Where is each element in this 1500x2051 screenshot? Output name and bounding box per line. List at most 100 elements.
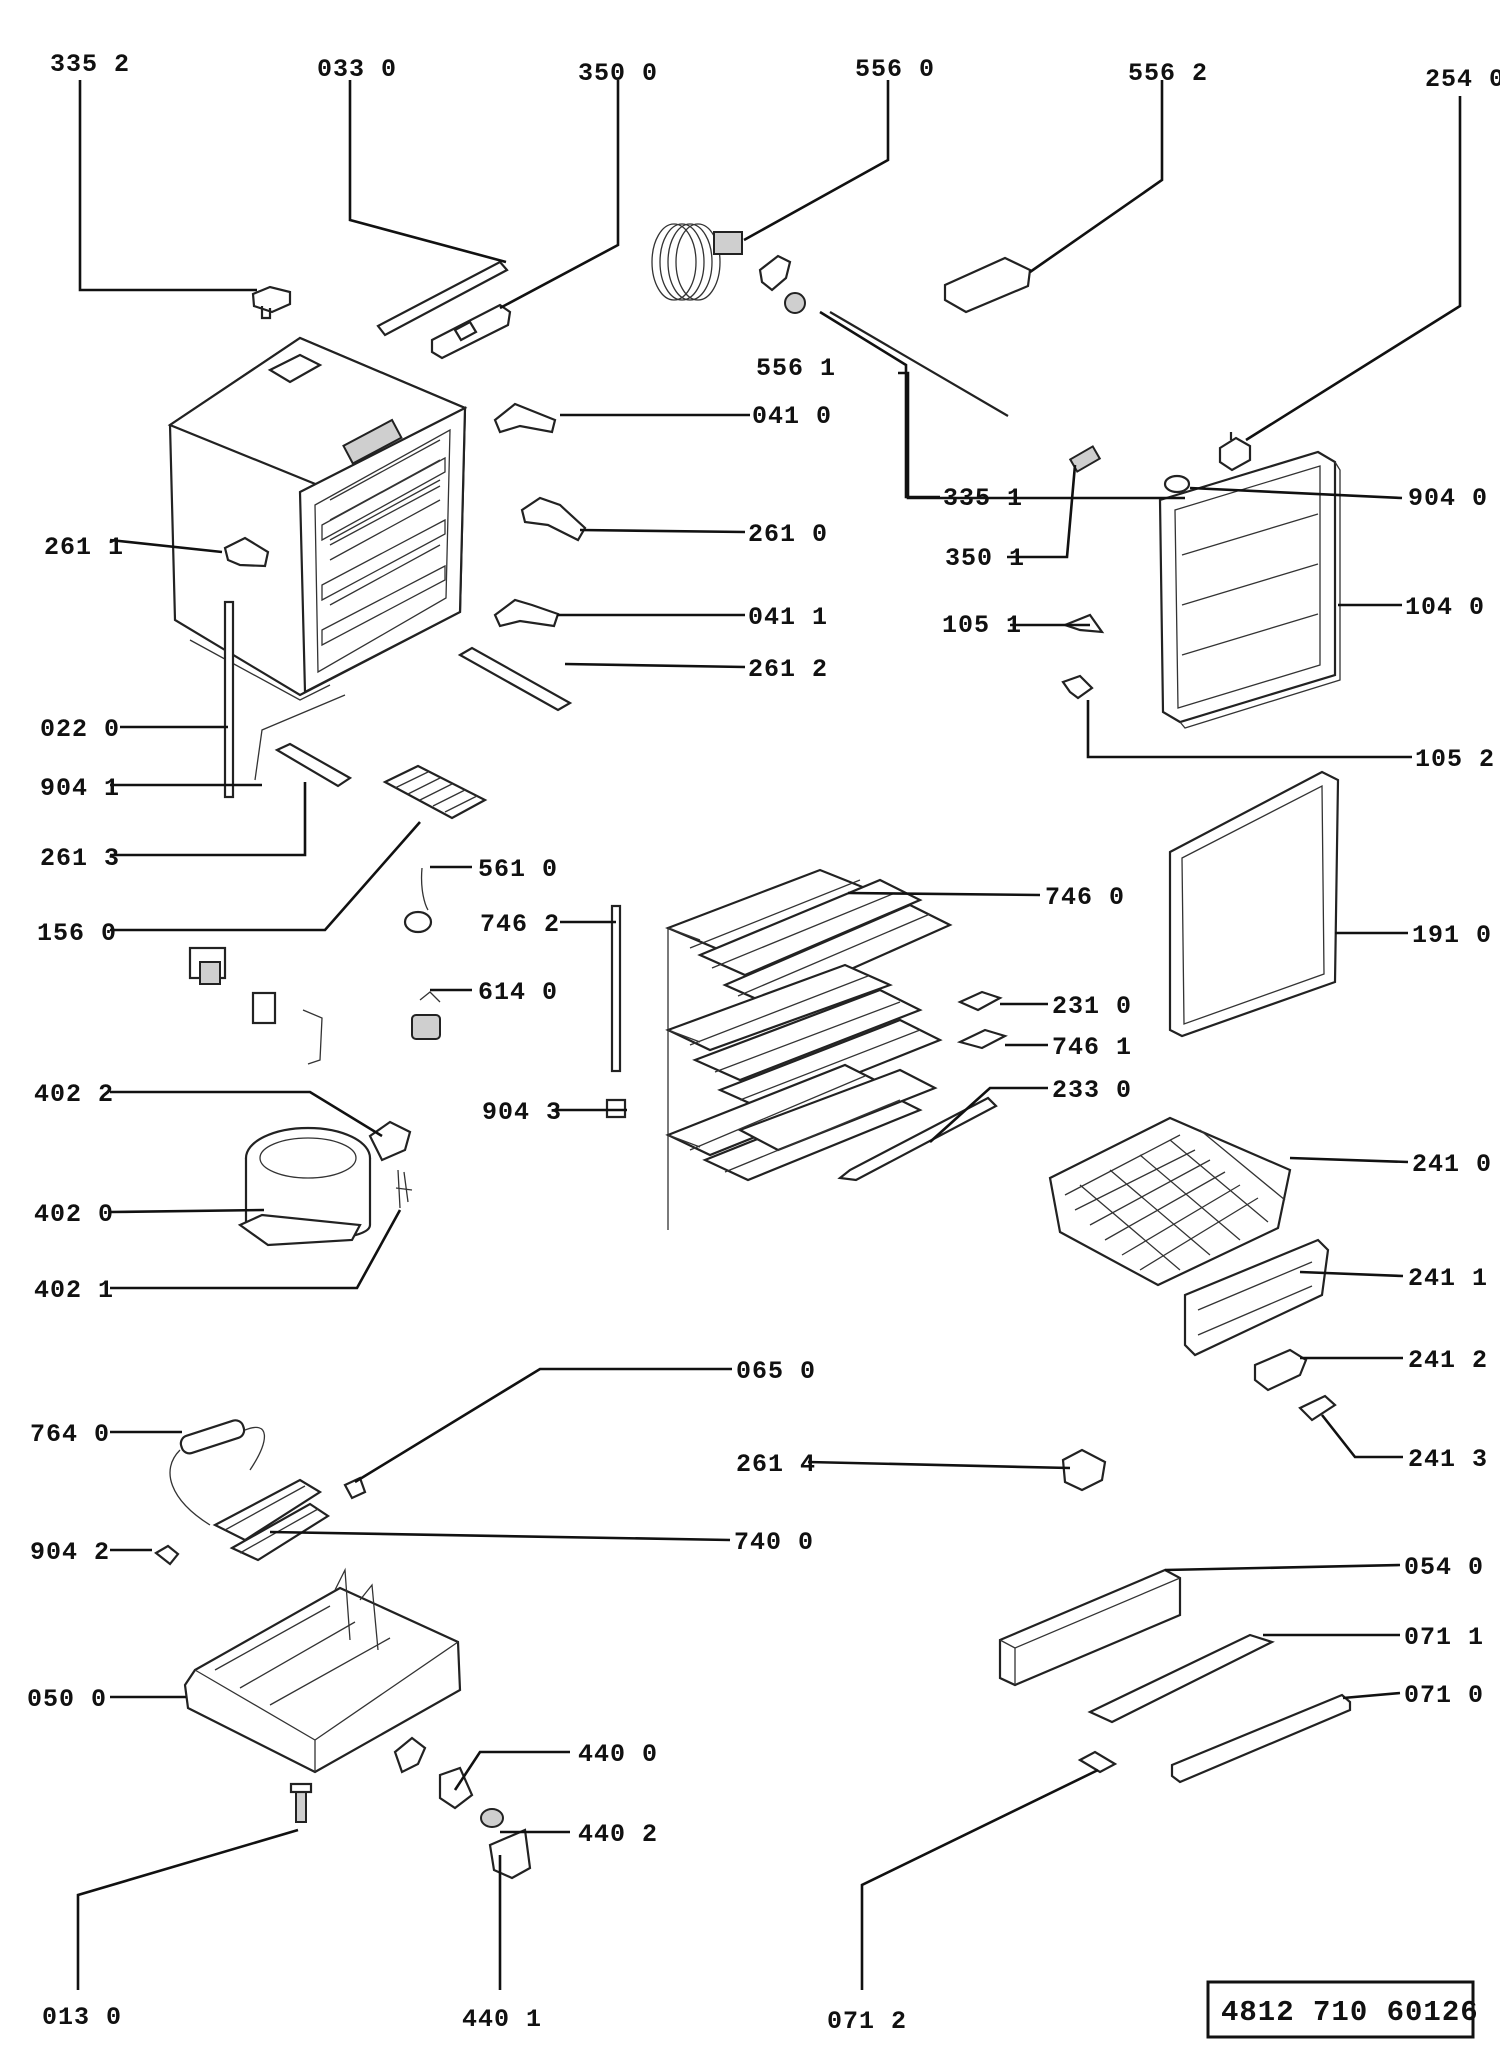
label-740-0: 740 0: [734, 1528, 814, 1557]
label-105-2: 105 2: [1415, 745, 1495, 774]
label-261-2: 261 2: [748, 655, 828, 684]
label-350-0: 350 0: [578, 59, 658, 88]
part-261-3: [274, 742, 353, 788]
label-241-1: 241 1: [1408, 1264, 1488, 1293]
label-904-2: 904 2: [30, 1538, 110, 1567]
label-241-3: 241 3: [1408, 1445, 1488, 1474]
part-556-2: [943, 256, 1032, 314]
part-054-0: [998, 1568, 1182, 1687]
label-402-2: 402 2: [34, 1080, 114, 1109]
part-402-1: [395, 1169, 413, 1209]
part-071-0: [1170, 1693, 1352, 1784]
part-440-2: [480, 1808, 504, 1828]
label-156-0: 156 0: [37, 919, 117, 948]
label-350-1: 350 1: [945, 544, 1025, 573]
part-904-0: [1163, 474, 1191, 494]
part-440-0: [393, 1736, 427, 1774]
label-440-2: 440 2: [578, 1820, 658, 1849]
label-764-0: 764 0: [30, 1420, 110, 1449]
part-241-2: [1253, 1348, 1308, 1392]
control-switches: [188, 946, 323, 1065]
label-746-0: 746 0: [1045, 883, 1125, 912]
label-231-0: 231 0: [1052, 992, 1132, 1021]
part-556-0: [651, 223, 743, 301]
part-746-0: [665, 868, 953, 1230]
part-261-0: [520, 496, 587, 542]
label-904-3: 904 3: [482, 1098, 562, 1127]
part-402-0: [237, 1126, 372, 1247]
label-233-0: 233 0: [1052, 1076, 1132, 1105]
part-drawings: [154, 223, 1352, 1880]
part-number-labels: 335 2 033 0 350 0 556 0 556 2 254 0 556 …: [27, 50, 1500, 2036]
part-746-2: [610, 904, 622, 1073]
cabinet-body: [167, 336, 468, 701]
part-071-1: [1087, 1633, 1275, 1724]
part-033-0: [376, 260, 509, 337]
label-561-0: 561 0: [478, 855, 558, 884]
label-254-0: 254 0: [1425, 65, 1500, 94]
document-number-box: 4812 710 60126: [1206, 1980, 1479, 2039]
label-013-0: 013 0: [42, 2003, 122, 2032]
label-071-0: 071 0: [1404, 1681, 1484, 1710]
part-105-1: [1061, 613, 1105, 634]
part-261-1: [223, 536, 270, 568]
part-071-2: [1077, 1750, 1118, 1774]
label-261-4: 261 4: [736, 1450, 816, 1479]
part-013-0: [289, 1782, 313, 1823]
part-241-3: [1298, 1394, 1337, 1422]
part-556-1-bracket: [758, 254, 792, 292]
label-071-1: 071 1: [1404, 1623, 1484, 1652]
part-904-1: [254, 694, 346, 781]
label-241-2: 241 2: [1408, 1346, 1488, 1375]
label-241-0: 241 0: [1412, 1150, 1492, 1179]
part-740-0: [212, 1478, 331, 1562]
part-105-2: [1061, 674, 1094, 700]
label-261-3: 261 3: [40, 844, 120, 873]
label-041-1: 041 1: [748, 603, 828, 632]
label-440-0: 440 0: [578, 1740, 658, 1769]
label-402-1: 402 1: [34, 1276, 114, 1305]
label-904-1: 904 1: [40, 774, 120, 803]
label-050-0: 050 0: [27, 1685, 107, 1714]
label-105-1: 105 1: [942, 611, 1022, 640]
label-556-0: 556 0: [855, 55, 935, 84]
document-number: 4812 710 60126: [1221, 1996, 1479, 2029]
label-191-0: 191 0: [1412, 921, 1492, 950]
label-261-1: 261 1: [44, 533, 124, 562]
part-556-1: [784, 292, 806, 314]
part-156-0: [382, 764, 488, 820]
label-402-0: 402 0: [34, 1200, 114, 1229]
label-041-0: 041 0: [752, 402, 832, 431]
label-746-2: 746 2: [480, 910, 560, 939]
part-402-2: [368, 1120, 412, 1162]
label-556-2: 556 2: [1128, 59, 1208, 88]
part-335-1: [829, 311, 1009, 417]
part-261-2: [457, 646, 573, 712]
part-904-2: [154, 1544, 180, 1566]
part-335-2: [251, 285, 292, 320]
label-335-2: 335 2: [50, 50, 130, 79]
part-241-0: [1048, 1116, 1292, 1287]
label-261-0: 261 0: [748, 520, 828, 549]
part-191-0: [1168, 770, 1340, 1038]
label-335-1: 335 1: [943, 484, 1023, 513]
part-440-1: [488, 1828, 532, 1880]
part-350-0: [430, 303, 512, 360]
part-261-4: [1061, 1448, 1107, 1492]
label-614-0: 614 0: [478, 978, 558, 1007]
label-033-0: 033 0: [317, 55, 397, 84]
label-104-0: 104 0: [1405, 593, 1485, 622]
document-number-frame: [1206, 1980, 1475, 2039]
part-231-0: [957, 990, 1003, 1012]
part-254-0: [1218, 432, 1252, 472]
part-065-0: [343, 1476, 367, 1500]
label-904-0: 904 0: [1408, 484, 1488, 513]
part-241-1: [1183, 1238, 1330, 1357]
label-556-1: 556 1: [756, 354, 836, 383]
label-065-0: 065 0: [736, 1357, 816, 1386]
part-022-0: [223, 600, 235, 799]
part-764-0: [169, 1419, 266, 1526]
part-561-0: [403, 867, 433, 934]
label-071-2: 071 2: [827, 2007, 907, 2036]
